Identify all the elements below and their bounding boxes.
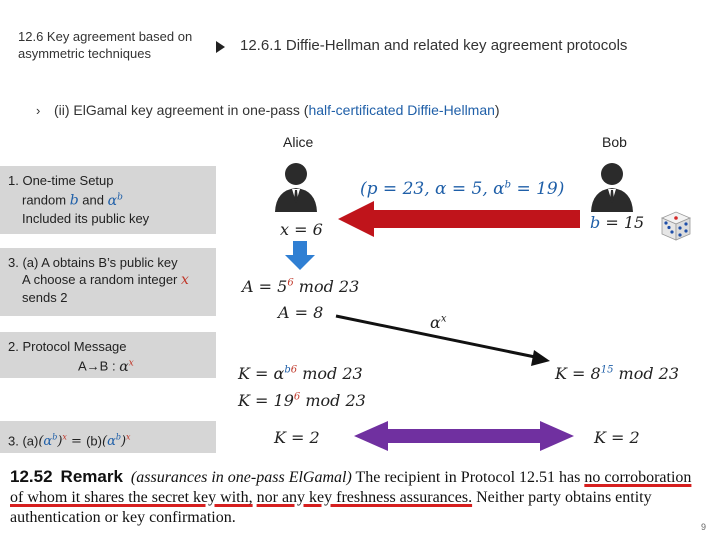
remark-title: (assurances in one-pass ElGamal) — [130, 469, 352, 486]
bullet-arrow-icon — [216, 41, 225, 53]
public-params: (p = 23, α = 5, αb = 19) — [360, 179, 565, 199]
remark-underline-2: nor any key freshness assurances. — [256, 489, 473, 506]
remark-label: Remark — [60, 467, 123, 486]
alice-K-calc: K = αb6 mod 23 — [238, 364, 363, 383]
bob-K-calc: K = 815 mod 23 — [555, 364, 680, 383]
message-value: αx — [430, 313, 447, 332]
step-box-final: 3. (a)(αb)x = (b)(αb)x — [0, 421, 216, 453]
alice-K-result: K = 2 — [274, 428, 320, 447]
step-box-message: 2. Protocol Message A→B : αx — [0, 332, 216, 378]
page-number: 9 — [700, 522, 706, 532]
setup-line-1: 1. One-time Setup — [8, 173, 114, 188]
alice-A-value: A = 8 — [278, 303, 324, 322]
step-box-obtain: 3. (a) A obtains B’s public key A choose… — [0, 248, 216, 316]
bob-K-result: K = 2 — [594, 428, 640, 447]
alice-label: Alice — [283, 134, 314, 150]
subheading: (ii) ElGamal key agreement in one-pass (… — [54, 102, 500, 118]
slide-title: 12.6.1 Diffie-Hellman and related key ag… — [240, 37, 628, 54]
step-box-setup: 1. One-time Setup random b and αb Includ… — [0, 166, 216, 234]
setup-line-2: random b and αb — [22, 192, 123, 209]
setup-line-3: Included its public key — [22, 210, 150, 226]
obtain-line-1: 3. (a) A obtains B’s public key — [8, 255, 178, 270]
x-value: x = 6 — [280, 220, 323, 239]
bob-avatar-icon — [591, 163, 633, 212]
b-value: b = 15 — [590, 213, 645, 232]
alice-A-calc: A = 56 mod 23 — [242, 277, 360, 296]
message-line-2: A→B : αx — [78, 358, 134, 375]
subheading-highlight: half-certificated Diffie-Hellman — [308, 102, 495, 118]
bob-label: Bob — [602, 134, 627, 150]
section-title: 12.6 Key agreement based on asymmetric t… — [18, 29, 193, 61]
down-arrow-icon — [285, 241, 315, 270]
final-label-b: (b) — [86, 433, 102, 449]
message-line-1: 2. Protocol Message — [8, 339, 127, 354]
final-label-a: 3. (a) — [8, 433, 39, 449]
obtain-line-3: sends 2 — [22, 290, 68, 305]
obtain-line-2: A choose a random integer x — [22, 272, 189, 288]
message-arrow — [335, 314, 550, 366]
dice-icon — [660, 211, 692, 241]
shared-key-arrow — [354, 421, 574, 451]
remark-number: 12.52 — [10, 467, 53, 486]
remark-paragraph: 12.52 Remark (assurances in one-pass ElG… — [10, 467, 692, 526]
remark-underline-1: no corroboration of whom it shares the s… — [10, 469, 692, 506]
subheading-prefix: (ii) ElGamal key agreement in one-pass ( — [54, 102, 309, 118]
alice-K-numeric: K = 196 mod 23 — [238, 391, 366, 410]
subheading-suffix: ) — [494, 102, 500, 118]
chevron-right-icon: › — [36, 103, 41, 118]
alice-avatar-icon — [275, 163, 317, 212]
public-key-arrow — [338, 201, 580, 237]
